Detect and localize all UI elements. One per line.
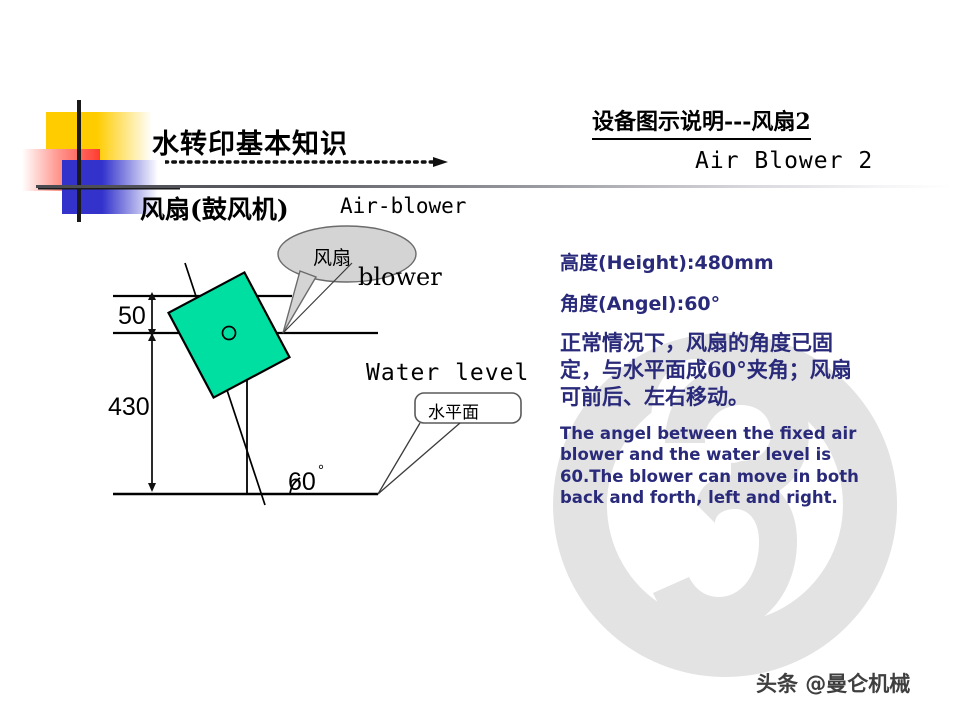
blower-callout-label-chinese: 风扇 (313, 247, 352, 269)
water-level-callout-box (377, 392, 522, 495)
blower-body (167, 270, 291, 400)
dim-50-arrow-up (148, 292, 156, 300)
dimension-430-label: 430 (108, 393, 150, 421)
water-level-label-english: Water level (366, 360, 530, 386)
blower-diagram (113, 225, 522, 506)
info-panel: 高度(Height):480mm 角度(Angel):60° 正常情况下，风扇的… (560, 248, 890, 508)
angle-unit-label: ° (318, 462, 324, 479)
description-chinese: 正常情况下，风扇的角度已固定，与水平面成60°夹角；风扇可前后、左右移动。 (560, 330, 852, 409)
blower-pivot-icon (221, 325, 237, 341)
subtitle-english: Air-blower (340, 194, 467, 218)
header-right-title-chinese: 设备图示说明---风扇2 (592, 104, 811, 140)
page-title: 水转印基本知识 (152, 129, 348, 160)
height-spec: 高度(Height):480mm (560, 252, 774, 274)
blower-callout-label-english: blower (358, 263, 442, 291)
dotted-arrow-icon (165, 157, 448, 167)
subtitle-chinese: 风扇(鼓风机) (140, 195, 289, 224)
angle-arc (289, 477, 301, 495)
blower-callout-bubble (277, 225, 417, 334)
water-level-label-chinese: 水平面 (428, 403, 479, 423)
angle-spec: 角度(Angel):60° (560, 293, 721, 315)
header-right-title-english: Air Blower 2 (695, 148, 874, 174)
dimension-50-label: 50 (118, 302, 146, 330)
dim-430-arrow-up (148, 333, 156, 341)
header-rule (36, 185, 952, 188)
footer-watermark: 头条 @曼仑机械 (756, 672, 911, 696)
description-english: The angel between the fixed air blower a… (560, 423, 859, 507)
angle-value-label: 60 (288, 468, 316, 496)
dim-430-arrow-down (148, 483, 156, 492)
